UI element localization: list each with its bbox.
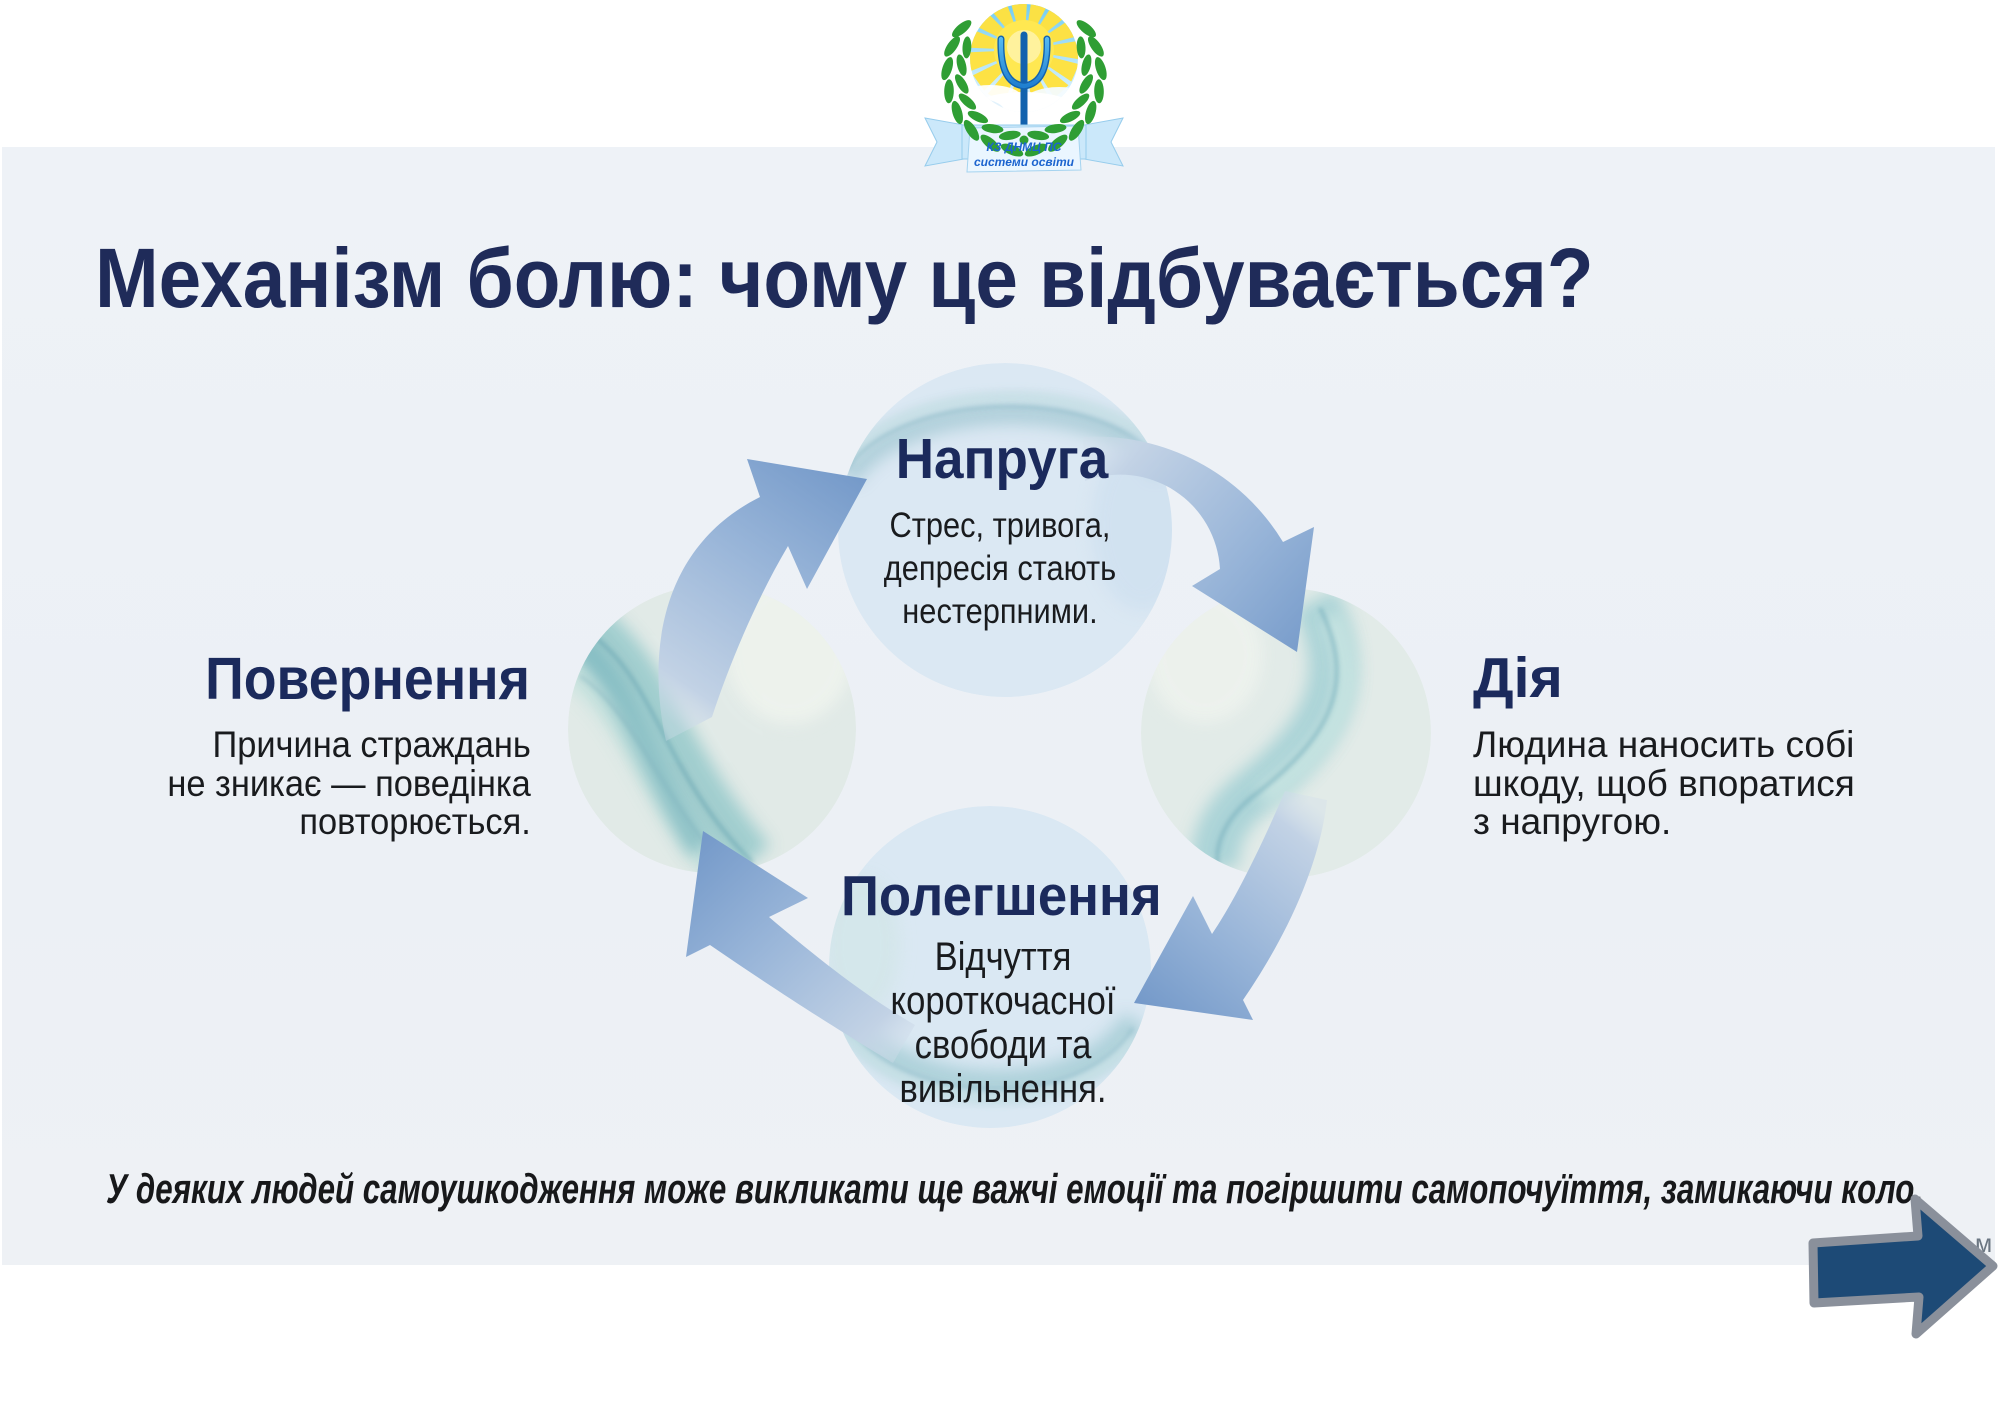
svg-text:системи освіти: системи освіти xyxy=(974,155,1075,169)
svg-text:КЗ ДНМЦ ПС: КЗ ДНМЦ ПС xyxy=(986,140,1061,154)
